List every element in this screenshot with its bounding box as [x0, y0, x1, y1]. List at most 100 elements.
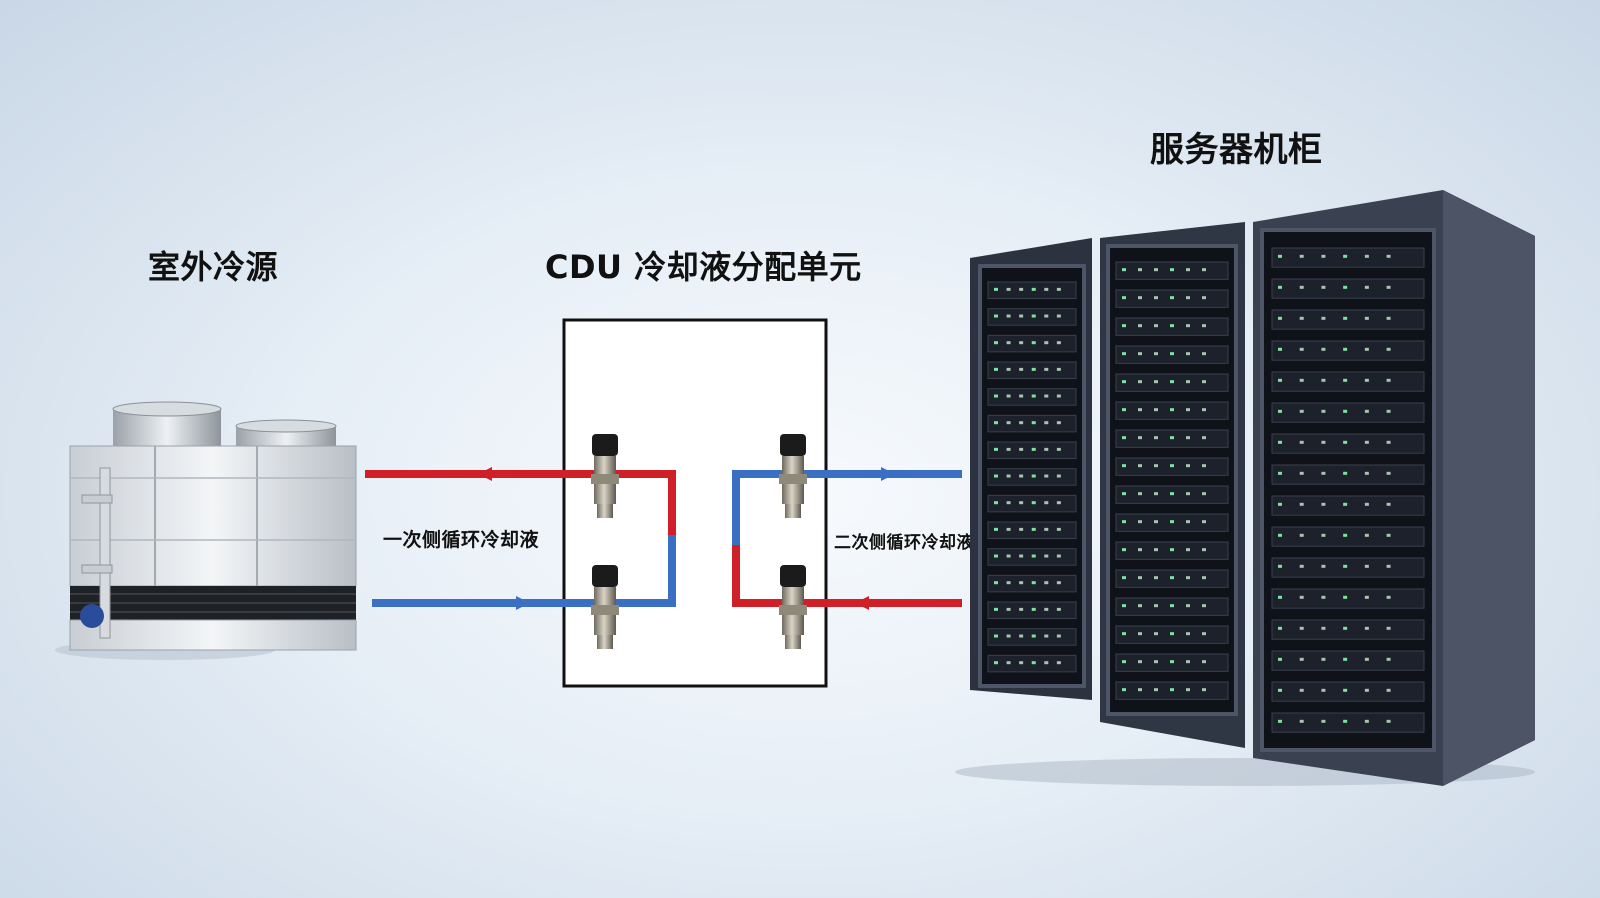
- status-led: [1202, 268, 1206, 272]
- status-led: [1386, 409, 1391, 413]
- status-led: [1343, 254, 1348, 258]
- status-led: [1364, 502, 1369, 506]
- status-led: [994, 314, 998, 318]
- status-led: [1364, 688, 1369, 692]
- status-led: [1019, 527, 1024, 531]
- status-led: [1343, 409, 1348, 413]
- status-led: [1170, 352, 1174, 356]
- status-led: [1138, 548, 1142, 552]
- status-led: [1154, 632, 1158, 636]
- status-led: [1202, 324, 1206, 328]
- status-led: [994, 367, 998, 371]
- server-unit: [1271, 371, 1425, 392]
- pressure-sensor-icon: [779, 565, 807, 649]
- status-led: [1386, 285, 1391, 289]
- status-led: [1044, 501, 1049, 505]
- status-led: [1170, 380, 1174, 384]
- status-led: [1170, 268, 1174, 272]
- status-led: [1186, 632, 1190, 636]
- status-led: [1138, 324, 1142, 328]
- status-led: [1299, 285, 1304, 289]
- status-led: [1006, 341, 1011, 345]
- status-led: [1006, 607, 1011, 611]
- status-led: [1056, 607, 1061, 611]
- status-led: [1186, 688, 1190, 692]
- status-led: [1056, 634, 1061, 638]
- status-led: [1343, 719, 1348, 723]
- status-led: [1202, 660, 1206, 664]
- status-led: [1386, 595, 1391, 599]
- status-led: [1278, 409, 1282, 413]
- server-unit: [1271, 588, 1425, 609]
- status-led: [1321, 688, 1326, 692]
- status-led: [1006, 394, 1011, 398]
- status-led: [1299, 719, 1304, 723]
- status-led: [1386, 347, 1391, 351]
- status-led: [1343, 688, 1348, 692]
- server-unit: [1271, 681, 1425, 702]
- status-led: [1138, 632, 1142, 636]
- status-led: [1019, 634, 1024, 638]
- primary-supply-arrow-icon: [516, 596, 530, 610]
- status-led: [1299, 378, 1304, 382]
- status-led: [1170, 408, 1174, 412]
- status-led: [1019, 287, 1024, 291]
- status-led: [1364, 626, 1369, 630]
- status-led: [1364, 316, 1369, 320]
- status-led: [1202, 408, 1206, 412]
- status-led: [1170, 464, 1174, 468]
- status-led: [1186, 268, 1190, 272]
- status-led: [994, 421, 998, 425]
- secondary-loop-pipes: [732, 467, 962, 610]
- status-led: [1031, 501, 1036, 505]
- status-led: [1364, 719, 1369, 723]
- status-led: [1154, 576, 1158, 580]
- status-led: [1364, 378, 1369, 382]
- status-led: [1044, 421, 1049, 425]
- status-led: [1154, 688, 1158, 692]
- status-led: [1122, 604, 1126, 608]
- status-led: [1138, 436, 1142, 440]
- status-led: [994, 447, 998, 451]
- status-led: [1031, 394, 1036, 398]
- status-led: [1031, 314, 1036, 318]
- status-led: [1321, 378, 1326, 382]
- secondary-return-arrow-icon: [855, 596, 869, 610]
- status-led: [1031, 661, 1036, 665]
- status-led: [1019, 607, 1024, 611]
- status-led: [1122, 408, 1126, 412]
- status-led: [994, 527, 998, 531]
- status-led: [1343, 564, 1348, 568]
- status-led: [1138, 688, 1142, 692]
- status-led: [1044, 527, 1049, 531]
- server-unit: [1271, 247, 1425, 268]
- status-led: [1186, 436, 1190, 440]
- status-led: [1343, 595, 1348, 599]
- status-led: [1202, 296, 1206, 300]
- status-led: [1278, 471, 1282, 475]
- status-led: [1154, 660, 1158, 664]
- status-led: [1186, 464, 1190, 468]
- status-led: [1202, 520, 1206, 524]
- status-led: [994, 501, 998, 505]
- status-led: [1343, 471, 1348, 475]
- status-led: [1299, 657, 1304, 661]
- status-led: [1031, 581, 1036, 585]
- status-led: [1056, 314, 1061, 318]
- status-led: [994, 474, 998, 478]
- status-led: [1278, 595, 1282, 599]
- status-led: [1343, 533, 1348, 537]
- status-led: [1186, 352, 1190, 356]
- status-led: [1186, 408, 1190, 412]
- status-led: [1019, 501, 1024, 505]
- status-led: [1056, 341, 1061, 345]
- status-led: [1386, 440, 1391, 444]
- status-led: [1386, 719, 1391, 723]
- status-led: [1138, 408, 1142, 412]
- status-led: [1019, 341, 1024, 345]
- server-unit: [1271, 557, 1425, 578]
- status-led: [1299, 626, 1304, 630]
- status-led: [1138, 604, 1142, 608]
- pressure-sensor-icon: [591, 434, 619, 518]
